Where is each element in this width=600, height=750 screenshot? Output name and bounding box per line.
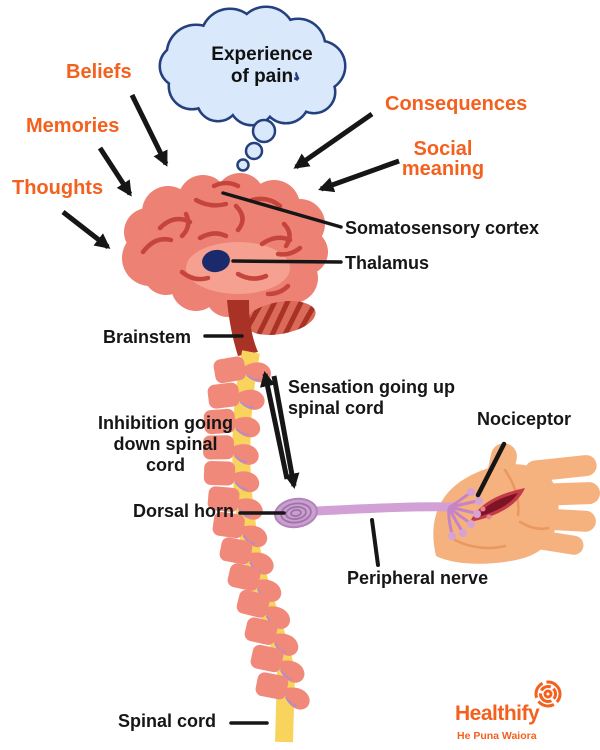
hand-illustration (433, 443, 600, 564)
brainstem-label: Brainstem (103, 327, 192, 347)
index-finger (524, 455, 597, 482)
sensation-line-1: Sensation going up (288, 377, 455, 397)
sensation-up-label: Sensation going up spinal cord (288, 377, 455, 419)
consequences-arrow (293, 111, 374, 170)
spine (201, 349, 315, 743)
inhibition-line-1: Inhibition going (98, 413, 233, 433)
memories-arrow (97, 146, 133, 197)
social-meaning-arrow (318, 158, 400, 193)
middle-finger (531, 482, 600, 506)
consequences-label: Consequences (385, 93, 528, 115)
thoughts-arrow (61, 210, 111, 249)
sensation-line-2: spinal cord (288, 398, 385, 418)
spinal-pathway-arrows (259, 370, 300, 490)
leader-lines (203, 191, 507, 725)
dorsal-horn-label: Dorsal horn (132, 501, 234, 521)
inhibition-line-2: down spinal cord (113, 434, 218, 475)
brain-folds (140, 180, 303, 297)
bubble-line-2: of pain (230, 66, 294, 87)
thought-bubble-fill (161, 8, 344, 124)
somatosensory-leader-line (221, 191, 343, 229)
nociceptor-endings (448, 488, 483, 540)
inhibition-down-label: Inhibition going down spinal cord (93, 413, 238, 476)
peripheral-nerve-label: Peripheral nerve (347, 568, 489, 588)
healthify-logo-name: Healthify (455, 702, 540, 725)
wound (470, 488, 525, 522)
spinal-cord-label: Spinal cord (118, 711, 217, 731)
dorsal-horn-shape (274, 497, 318, 529)
beliefs-label: Beliefs (66, 61, 132, 83)
peripheral-nerve-shape (309, 488, 492, 540)
ring-finger (529, 508, 596, 532)
nociceptor-leader-line (475, 441, 507, 498)
brainstem-shape (227, 300, 258, 356)
thought-bubble-text: Experience of pain (187, 44, 337, 88)
social-meaning-line-2: meaning (401, 158, 485, 180)
healthify-logo-tagline: He Puna Waiora (457, 730, 537, 742)
thalamus-shape (202, 249, 230, 273)
nociceptor-label: Nociceptor (477, 409, 572, 429)
thoughts-label: Thoughts (12, 177, 104, 199)
thalamus-label: Thalamus (345, 253, 430, 273)
memories-label: Memories (26, 115, 120, 137)
temporal-lobe-highlight (186, 242, 290, 294)
influence-arrows (61, 93, 400, 249)
bubble-line-1: Experience (211, 44, 313, 65)
healthify-logo-icon (534, 680, 562, 708)
pinky-finger (521, 529, 584, 555)
beliefs-arrow (129, 93, 169, 167)
social-meaning-line-1: Social (413, 138, 473, 160)
thought-bubble (158, 5, 347, 172)
thalamus-leader-line (231, 259, 343, 264)
thumb (484, 443, 517, 501)
inhibition-down-arrow (271, 375, 300, 490)
social-meaning-label: Social meaning (393, 139, 493, 179)
brain-illustration (122, 173, 328, 356)
sensation-up-arrow (259, 370, 290, 480)
somatosensory-cortex-label: Somatosensory cortex (345, 218, 540, 238)
wound-dots (480, 506, 492, 520)
thought-bubble-tail (236, 118, 277, 172)
peripheral-nerve-leader-line (370, 518, 380, 567)
